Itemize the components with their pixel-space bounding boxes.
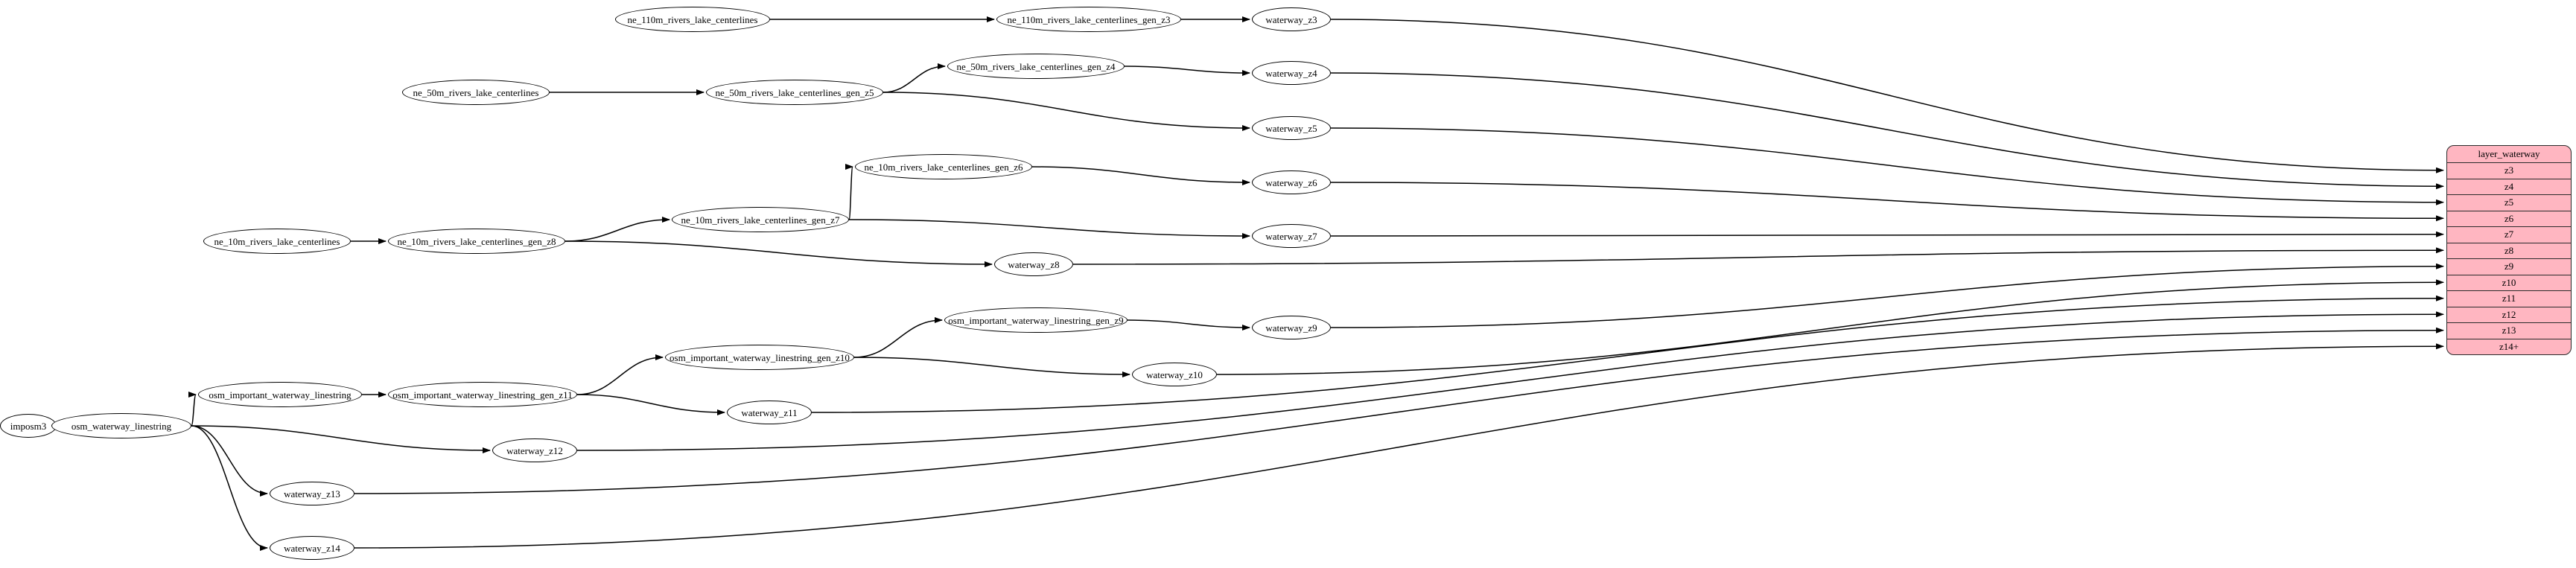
node-label: ne_10m_rivers_lake_centerlines: [214, 235, 340, 247]
node-label: waterway_z11: [741, 406, 798, 418]
node-osm-important-waterway-linestring-gen-z9[interactable]: osm_important_waterway_linestring_gen_z9: [944, 307, 1128, 333]
node-ne-10m-rivers-lake-centerlines-gen-z8[interactable]: ne_10m_rivers_lake_centerlines_gen_z8: [388, 229, 565, 254]
node-waterway-z3[interactable]: waterway_z3: [1252, 7, 1331, 31]
node-waterway-z9[interactable]: waterway_z9: [1252, 316, 1331, 339]
table-row-z6[interactable]: z6: [2447, 210, 2571, 227]
edge-ne-10m-rivers-lake-centerlines-gen-z7-to-ne-10m-rivers-lake-centerlines-gen-z6: [845, 164, 853, 220]
edge-ne-10m-rivers-lake-centerlines-gen-z8-to-ne-10m-rivers-lake-centerlines-gen-z7: [565, 217, 670, 242]
node-osm-important-waterway-linestring[interactable]: osm_important_waterway_linestring: [198, 382, 362, 407]
node-waterway-z10[interactable]: waterway_z10: [1132, 363, 1217, 386]
edge-osm-important-waterway-linestring-gen-z10-to-waterway-z10: [853, 357, 1130, 377]
edge-ne-50m-rivers-lake-centerlines-gen-z5-to-ne-50m-rivers-lake-centerlines-gen-z4: [882, 63, 946, 93]
table-row-z13[interactable]: z13: [2447, 322, 2571, 339]
node-label: waterway_z5: [1265, 122, 1317, 134]
table-row-z8[interactable]: z8: [2447, 242, 2571, 259]
node-imposm3[interactable]: imposm3: [0, 414, 57, 438]
node-waterway-z12[interactable]: waterway_z12: [492, 438, 577, 462]
edge-waterway-z14-to-table-z14: [354, 343, 2444, 549]
edge-ne-50m-rivers-lake-centerlines-gen-z4-to-waterway-z4: [1124, 66, 1250, 76]
table-row-z7[interactable]: z7: [2447, 226, 2571, 243]
table-row-z14plus[interactable]: z14+: [2447, 338, 2571, 355]
edge-osm-important-waterway-linestring-gen-z11-to-waterway-z11: [576, 394, 725, 415]
node-label: osm_waterway_linestring: [71, 420, 172, 432]
edge-osm-waterway-linestring-to-waterway-z13: [191, 425, 268, 497]
node-label: ne_50m_rivers_lake_centerlines_gen_z5: [715, 86, 874, 98]
node-osm-important-waterway-linestring-gen-z10[interactable]: osm_important_waterway_linestring_gen_z1…: [665, 345, 854, 370]
edge-waterway-z7-to-table-z7: [1330, 231, 2444, 237]
edge-osm-waterway-linestring-to-waterway-z14: [191, 425, 268, 551]
edge-osm-important-waterway-linestring-gen-z10-to-osm-important-waterway-linestring-gen-z9: [853, 317, 943, 358]
edge-ne-10m-rivers-lake-centerlines-gen-z7-to-waterway-z7: [848, 219, 1250, 239]
node-label: waterway_z9: [1265, 322, 1317, 334]
edge-waterway-z3-to-table-z3: [1330, 19, 2444, 173]
edge-ne-50m-rivers-lake-centerlines-gen-z5-to-waterway-z5: [882, 92, 1250, 131]
node-label: waterway_z3: [1265, 13, 1317, 25]
node-ne-110m-rivers-lake-centerlines-gen-z3[interactable]: ne_110m_rivers_lake_centerlines_gen_z3: [996, 7, 1181, 32]
node-label: waterway_z13: [284, 488, 340, 500]
edge-waterway-z5-to-table-z5: [1330, 127, 2444, 205]
node-label: ne_10m_rivers_lake_centerlines_gen_z8: [397, 235, 556, 247]
node-ne-50m-rivers-lake-centerlines-gen-z5[interactable]: ne_50m_rivers_lake_centerlines_gen_z5: [706, 80, 883, 105]
edge-osm-waterway-linestring-to-osm-important-waterway-linestring: [188, 392, 197, 427]
node-label: ne_110m_rivers_lake_centerlines_gen_z3: [1007, 13, 1171, 25]
node-label: osm_important_waterway_linestring_gen_z9: [948, 314, 1124, 326]
node-ne-10m-rivers-lake-centerlines[interactable]: ne_10m_rivers_lake_centerlines: [203, 229, 351, 254]
node-label: ne_50m_rivers_lake_centerlines: [413, 86, 539, 98]
table-row-z5[interactable]: z5: [2447, 194, 2571, 211]
node-waterway-z6[interactable]: waterway_z6: [1252, 170, 1331, 194]
node-label: osm_important_waterway_linestring: [209, 389, 352, 401]
node-label: ne_50m_rivers_lake_centerlines_gen_z4: [956, 60, 1116, 72]
node-label: ne_110m_rivers_lake_centerlines: [627, 13, 758, 25]
edge-waterway-z10-to-table-z10: [1216, 279, 2444, 375]
node-label: waterway_z10: [1146, 368, 1203, 380]
edge-waterway-z8-to-table-z8: [1072, 247, 2444, 265]
node-waterway-z5[interactable]: waterway_z5: [1252, 116, 1331, 140]
table-row-z10[interactable]: z10: [2447, 274, 2571, 291]
edge-waterway-z11-to-table-z11: [811, 295, 2444, 413]
node-waterway-z14[interactable]: waterway_z14: [270, 536, 354, 560]
table-header: layer_waterway: [2478, 148, 2540, 159]
edge-osm-important-waterway-linestring-gen-z11-to-osm-important-waterway-linestring-gen-z10: [576, 354, 664, 395]
node-ne-10m-rivers-lake-centerlines-gen-z7[interactable]: ne_10m_rivers_lake_centerlines_gen_z7: [672, 207, 849, 232]
node-label: waterway_z7: [1265, 230, 1317, 242]
edge-osm-important-waterway-linestring-gen-z9-to-waterway-z9: [1127, 319, 1250, 331]
table-row-z12[interactable]: z12: [2447, 306, 2571, 323]
node-osm-important-waterway-linestring-gen-z11[interactable]: osm_important_waterway_linestring_gen_z1…: [388, 382, 577, 407]
node-label: waterway_z14: [284, 542, 340, 554]
node-label: ne_10m_rivers_lake_centerlines_gen_z6: [864, 161, 1023, 173]
edge-waterway-z9-to-table-z9: [1330, 263, 2444, 328]
edge-osm-waterway-linestring-to-waterway-z12: [191, 425, 491, 453]
node-label: osm_important_waterway_linestring_gen_z1…: [670, 351, 850, 363]
edge-waterway-z12-to-table-z12: [576, 311, 2444, 451]
table-row-z9[interactable]: z9: [2447, 258, 2571, 275]
node-ne-50m-rivers-lake-centerlines[interactable]: ne_50m_rivers_lake_centerlines: [402, 80, 550, 105]
node-label: ne_10m_rivers_lake_centerlines_gen_z7: [681, 214, 840, 226]
node-label: waterway_z4: [1265, 67, 1317, 79]
node-label: waterway_z8: [1008, 258, 1060, 270]
node-ne-10m-rivers-lake-centerlines-gen-z6[interactable]: ne_10m_rivers_lake_centerlines_gen_z6: [855, 154, 1032, 179]
edge-paths: [48, 16, 2444, 551]
node-osm-waterway-linestring[interactable]: osm_waterway_linestring: [51, 413, 191, 438]
node-waterway-z8[interactable]: waterway_z8: [994, 252, 1073, 276]
node-waterway-z4[interactable]: waterway_z4: [1252, 61, 1331, 85]
edge-ne-10m-rivers-lake-centerlines-gen-z6-to-waterway-z6: [1031, 166, 1250, 185]
node-waterway-z11[interactable]: waterway_z11: [727, 401, 812, 424]
table-row-z4[interactable]: z4: [2447, 178, 2571, 195]
node-waterway-z13[interactable]: waterway_z13: [270, 482, 354, 505]
table-row-z11[interactable]: z11: [2447, 290, 2571, 307]
node-waterway-z7[interactable]: waterway_z7: [1252, 224, 1331, 248]
edge-ne-10m-rivers-lake-centerlines-gen-z8-to-waterway-z8: [565, 240, 993, 267]
node-ne-110m-rivers-lake-centerlines[interactable]: ne_110m_rivers_lake_centerlines: [615, 7, 770, 32]
edge-waterway-z13-to-table-z13: [354, 327, 2444, 494]
node-label: osm_important_waterway_linestring_gen_z1…: [392, 389, 573, 401]
node-label: waterway_z12: [506, 444, 563, 456]
node-label: waterway_z6: [1265, 176, 1317, 188]
edge-waterway-z6-to-table-z6: [1330, 182, 2444, 222]
table-row-z3[interactable]: z3: [2447, 162, 2571, 179]
node-ne-50m-rivers-lake-centerlines-gen-z4[interactable]: ne_50m_rivers_lake_centerlines_gen_z4: [947, 54, 1125, 79]
edge-waterway-z4-to-table-z4: [1330, 72, 2444, 190]
node-label: imposm3: [10, 420, 47, 432]
